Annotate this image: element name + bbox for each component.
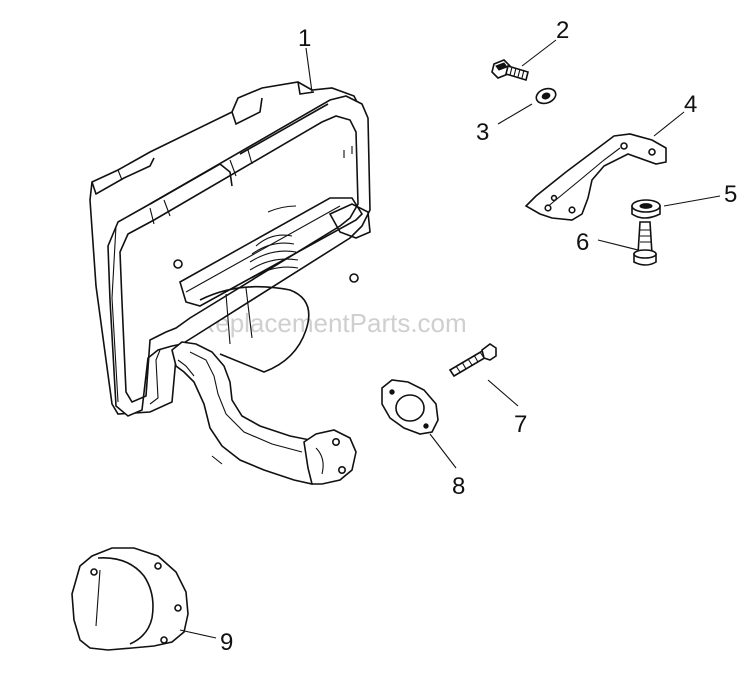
bracket-part	[524, 133, 667, 221]
callout-3: 3	[476, 119, 489, 146]
screw-part	[448, 343, 497, 378]
callout-9: 9	[220, 629, 233, 656]
callout-8: 8	[452, 473, 465, 500]
callout-1: 1	[298, 25, 311, 52]
callout-4: 4	[684, 91, 697, 118]
callout-6: 6	[576, 229, 589, 256]
muffler-part	[89, 81, 371, 485]
washer-part	[535, 87, 557, 105]
callout-labels: 1 2 3 4 5 6 7 8 9	[220, 17, 737, 656]
shoulder-bolt-part	[633, 221, 657, 266]
gasket-part	[381, 379, 439, 435]
deflector-part	[71, 547, 189, 651]
callout-5: 5	[724, 181, 737, 208]
leader-lines	[179, 39, 721, 639]
callout-7: 7	[514, 411, 527, 438]
bolt-part	[491, 59, 529, 82]
callout-2: 2	[556, 17, 569, 44]
spacer-part	[631, 199, 661, 219]
